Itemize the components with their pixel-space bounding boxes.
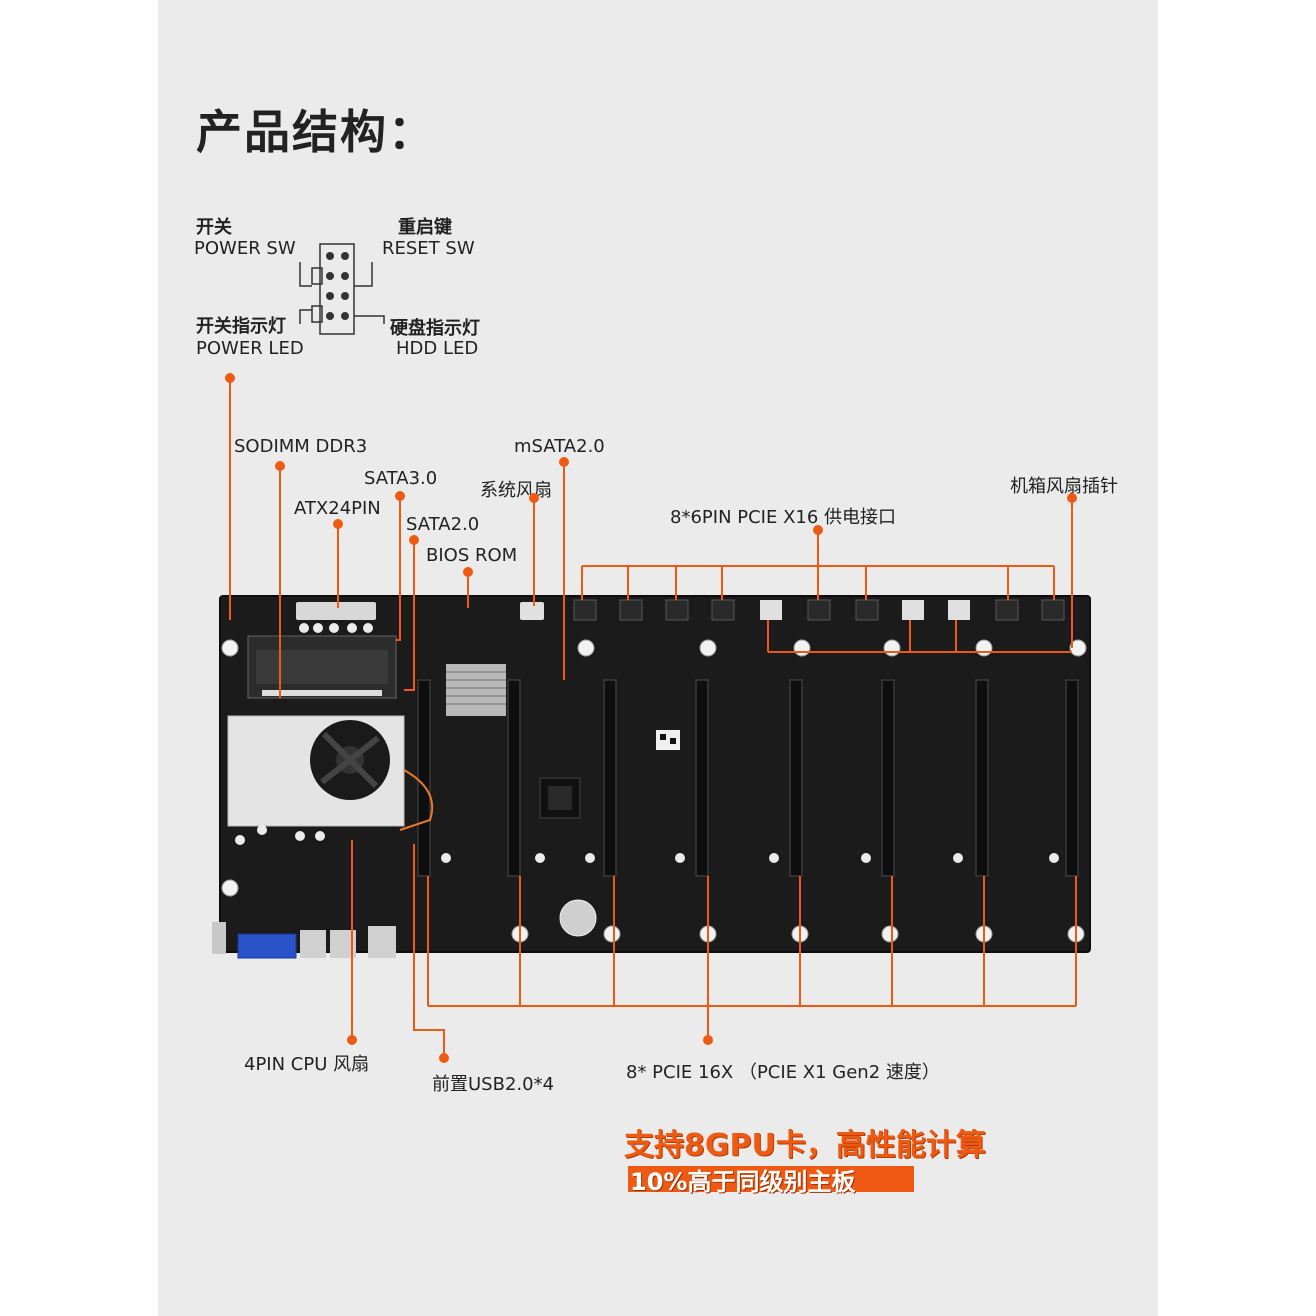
power-led-cn-label: 开关指示灯 <box>196 316 286 337</box>
cpu-fan-label: 4PIN CPU 风扇 <box>244 1054 370 1075</box>
reset-sw-en-label: RESET SW <box>382 238 475 259</box>
front-panel-header-icon <box>299 243 385 335</box>
sodimm-label: SODIMM DDR3 <box>234 436 368 457</box>
callout-lines <box>229 378 1077 1056</box>
sata3-label: SATA3.0 <box>364 468 438 489</box>
hdd-led-en-label: HDD LED <box>396 338 479 359</box>
pcie-power-label: 8*6PIN PCIE X16 供电接口 <box>670 507 897 528</box>
pcie-slots-label: 8* PCIE 16X （PCIE X1 Gen2 速度） <box>626 1062 940 1083</box>
callout-dots <box>225 373 1077 1063</box>
case-fan-label: 机箱风扇插针 <box>1010 476 1118 497</box>
promo-subline: 10%高于同级别主板 <box>630 1168 856 1196</box>
sata2-label: SATA2.0 <box>406 514 480 535</box>
bios-label: BIOS ROM <box>426 545 518 566</box>
reset-sw-cn-label: 重启键 <box>398 217 452 238</box>
power-sw-en-label: POWER SW <box>194 238 296 259</box>
promo-headline: 支持8GPU卡，高性能计算 <box>624 1128 986 1163</box>
power-sw-cn-label: 开关 <box>196 217 232 238</box>
msata-label: mSATA2.0 <box>514 436 605 457</box>
atx24-label: ATX24PIN <box>294 498 381 519</box>
hdd-led-cn-label: 硬盘指示灯 <box>390 318 480 339</box>
promo-banner: 10%高于同级别主板 <box>628 1166 914 1196</box>
motherboard <box>212 595 1091 959</box>
page-title: 产品结构： <box>196 105 436 159</box>
power-led-en-label: POWER LED <box>196 338 304 359</box>
usb-label: 前置USB2.0*4 <box>432 1074 555 1095</box>
